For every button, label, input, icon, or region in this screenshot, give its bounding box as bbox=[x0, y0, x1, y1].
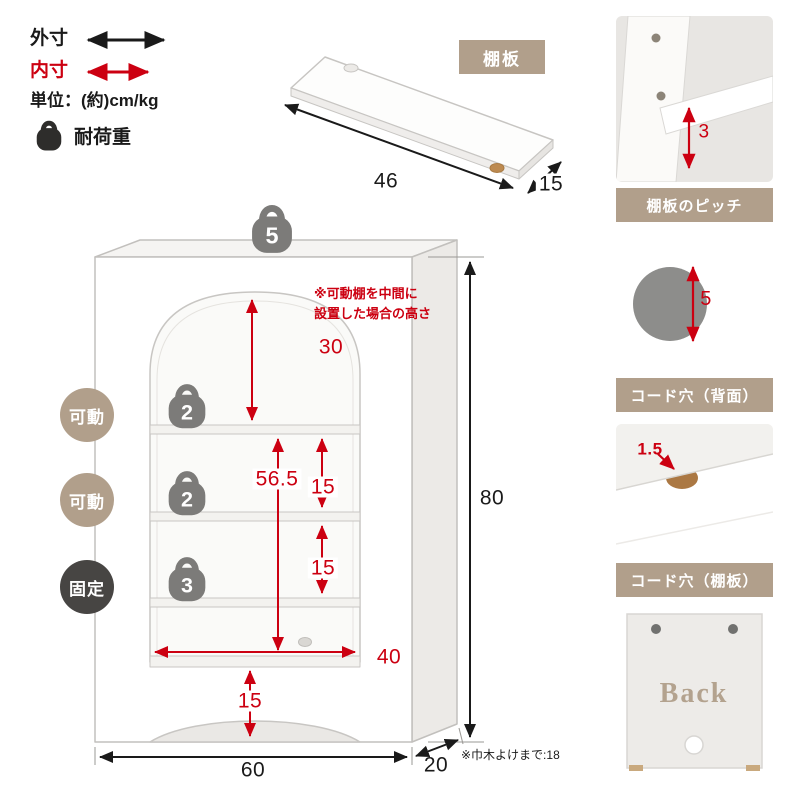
outer-height-value: 80 bbox=[479, 486, 505, 510]
back-view-graphic bbox=[626, 613, 763, 771]
inner-height-value: 56.5 bbox=[252, 468, 302, 490]
shelf-type-badge-movable-1: 可動 bbox=[60, 388, 114, 442]
detail-panel-back-view bbox=[616, 608, 773, 776]
shelf-load-value: 2 bbox=[181, 487, 193, 511]
board-width-value: 46 bbox=[373, 169, 399, 193]
caption-cord-hole-board: コード穴（棚板） bbox=[616, 563, 773, 597]
board-depth-value: 15 bbox=[535, 173, 567, 195]
legend-load-label: 耐荷重 bbox=[74, 127, 132, 148]
shelf-load-badge-3: 3 bbox=[168, 557, 206, 602]
shelf-type-label: 可動 bbox=[69, 492, 105, 512]
baseboard-note: ※巾木よけまで:18 bbox=[461, 748, 560, 762]
caption-label: コード穴（棚板） bbox=[630, 572, 759, 590]
cord-hole-back-panel bbox=[298, 637, 312, 647]
shelf-type-label: 固定 bbox=[69, 579, 105, 599]
shelf-type-badge-movable-2: 可動 bbox=[60, 473, 114, 527]
back-view-label: Back bbox=[659, 678, 729, 709]
shelf-pitch-graphic bbox=[616, 16, 773, 182]
outer-depth-value: 20 bbox=[423, 753, 449, 777]
inner-dimension-lines bbox=[154, 299, 356, 737]
caption-label: コード穴（背面） bbox=[630, 387, 759, 405]
depth-arrow bbox=[415, 739, 459, 757]
screw-hole-icon bbox=[651, 624, 661, 634]
cord-hole-back-value: 5 bbox=[700, 288, 712, 310]
shelf-gap-2-value: 15 bbox=[307, 557, 339, 579]
shelf-board-badge: 棚板 bbox=[459, 40, 545, 74]
inner-width-value: 40 bbox=[373, 646, 405, 668]
shelf-load-badge-1: 2 bbox=[168, 384, 206, 429]
board-width-arrow bbox=[284, 103, 514, 190]
shelf-2 bbox=[149, 511, 361, 522]
board-cord-notch bbox=[489, 163, 505, 173]
shelf-board-badge-label: 棚板 bbox=[483, 49, 521, 69]
pin-hole-icon bbox=[651, 33, 661, 43]
shelf-type-label: 可動 bbox=[69, 407, 105, 427]
detail-panel-cord-hole-board bbox=[616, 424, 773, 558]
shelf-3 bbox=[149, 597, 361, 608]
notch-pointer-arrow bbox=[657, 453, 675, 470]
shelf-gap-1-value: 15 bbox=[307, 476, 339, 498]
shelf-load-badge-2: 2 bbox=[168, 471, 206, 516]
weight-icon bbox=[36, 120, 62, 151]
outer-width-value: 60 bbox=[240, 758, 266, 782]
pin-hole-icon bbox=[656, 91, 666, 101]
outer-dimension-lines bbox=[94, 256, 484, 765]
pitch-value: 3 bbox=[698, 121, 710, 143]
caption-cord-hole-back: コード穴（背面） bbox=[616, 378, 773, 412]
cord-hole-icon bbox=[633, 267, 707, 341]
detail-panel-cord-hole-back bbox=[616, 234, 773, 372]
top-gap-value: 30 bbox=[318, 335, 344, 359]
base-shelf bbox=[149, 655, 361, 668]
legend-unit-label: 単位：(約)cm/kg bbox=[30, 91, 159, 110]
base-height-value: 15 bbox=[234, 690, 266, 712]
shelf-load-value: 2 bbox=[181, 400, 193, 424]
cord-hole-board-value: 1.5 bbox=[637, 439, 663, 459]
cabinet-drawing bbox=[94, 239, 458, 743]
caption-shelf-pitch: 棚板のピッチ bbox=[616, 188, 773, 222]
legend-outer-label: 外寸 bbox=[30, 28, 69, 49]
board-cutout-left bbox=[343, 63, 359, 73]
legend-inner-label: 内寸 bbox=[30, 60, 69, 81]
shelf-1 bbox=[149, 424, 361, 435]
shelf-board-drawing bbox=[284, 56, 562, 194]
back-cord-hole-icon bbox=[684, 735, 704, 755]
top-load-badge: 5 bbox=[252, 205, 292, 253]
cord-hole-board-graphic bbox=[616, 424, 773, 558]
caption-label: 棚板のピッチ bbox=[646, 197, 743, 215]
detail-panel-shelf-pitch bbox=[616, 16, 773, 182]
cord-hole-back-graphic bbox=[633, 265, 707, 343]
shelf-load-value: 3 bbox=[181, 573, 193, 597]
screw-hole-icon bbox=[728, 624, 738, 634]
middle-shelf-note: ※可動棚を中間に 設置した場合の高さ bbox=[314, 286, 432, 321]
top-load-value: 5 bbox=[265, 222, 278, 248]
shelf-type-badge-fixed: 固定 bbox=[60, 560, 114, 614]
